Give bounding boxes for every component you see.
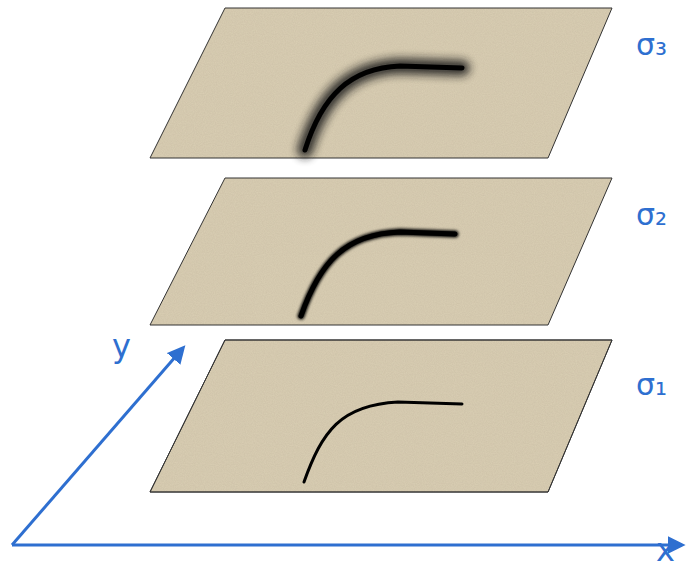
edge-curve bbox=[304, 402, 462, 482]
scale-label: σ₁ bbox=[636, 370, 667, 400]
axis-label: x bbox=[656, 534, 675, 566]
plane-sigma-2 bbox=[150, 178, 612, 325]
edge-curve bbox=[301, 232, 455, 316]
plane-sigma-1 bbox=[150, 340, 612, 492]
y-axis bbox=[12, 348, 183, 545]
scale-label: σ₃ bbox=[636, 30, 667, 60]
scale-label: σ₂ bbox=[636, 200, 667, 230]
x-axis bbox=[12, 544, 682, 547]
edge-curve bbox=[301, 232, 455, 316]
axis-label: y bbox=[112, 330, 131, 362]
edge-curve-blur bbox=[305, 66, 462, 150]
edge-curve bbox=[305, 66, 462, 150]
plane-sigma-3 bbox=[150, 8, 612, 158]
